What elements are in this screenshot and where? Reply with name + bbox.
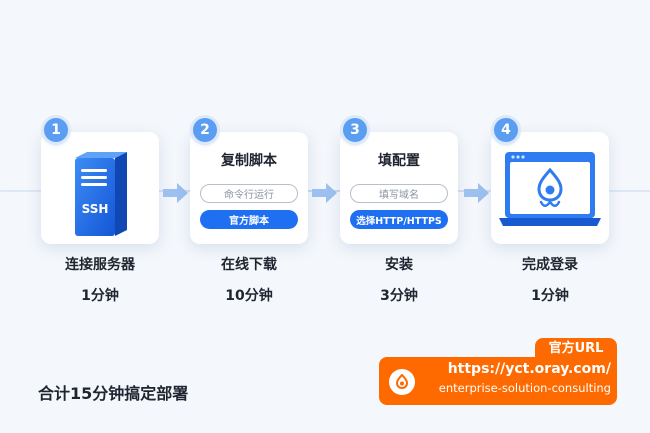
arrow-right-icon — [464, 183, 489, 203]
step-2-time: 10分钟 — [225, 288, 273, 304]
step-1-badge: 1 — [44, 118, 68, 142]
laptop-login-icon — [499, 152, 601, 226]
step-4-time: 1分钟 — [531, 288, 569, 304]
step-3-card: 填配置 填写域名 选择HTTP/HTTPS — [340, 132, 458, 244]
arrow-right-icon — [312, 183, 337, 203]
oray-logo-icon — [389, 369, 415, 395]
oray-logo-icon — [537, 167, 563, 207]
official-url-link[interactable]: https://yct.oray.com/ — [447, 361, 611, 377]
ssh-server-icon: SSH — [75, 152, 127, 236]
total-time-summary: 合计15分钟搞定部署 — [38, 384, 189, 403]
official-url-banner[interactable]: 官方URL https://yct.oray.com/ enterprise-s… — [379, 338, 617, 405]
step-1-time: 1分钟 — [81, 288, 119, 304]
domain-input-option[interactable]: 填写域名 — [350, 184, 448, 203]
official-url-path[interactable]: enterprise-solution-consulting — [438, 381, 611, 395]
step-1-name: 连接服务器 — [65, 257, 135, 273]
step-4-name: 完成登录 — [522, 257, 578, 273]
command-line-option[interactable]: 命令行运行 — [200, 184, 298, 203]
step-2-card: 复制脚本 命令行运行 官方脚本 — [190, 132, 308, 244]
http-https-button[interactable]: 选择HTTP/HTTPS — [350, 210, 448, 229]
step-3-badge: 3 — [343, 118, 367, 142]
official-url-body: https://yct.oray.com/ enterprise-solutio… — [379, 357, 617, 405]
step-4-badge: 4 — [494, 118, 518, 142]
step-3-time: 3分钟 — [380, 288, 418, 304]
step-2-name: 在线下载 — [221, 257, 277, 273]
step-2-card-title: 复制脚本 — [221, 153, 277, 169]
step-3-card-title: 填配置 — [378, 153, 420, 169]
step-2-badge: 2 — [193, 118, 217, 142]
step-3-name: 安装 — [385, 257, 413, 273]
step-1-card: SSH — [41, 132, 159, 244]
step-4-card — [491, 132, 609, 244]
ssh-label: SSH — [82, 202, 109, 216]
official-script-button[interactable]: 官方脚本 — [200, 210, 298, 229]
arrow-right-icon — [163, 183, 188, 203]
